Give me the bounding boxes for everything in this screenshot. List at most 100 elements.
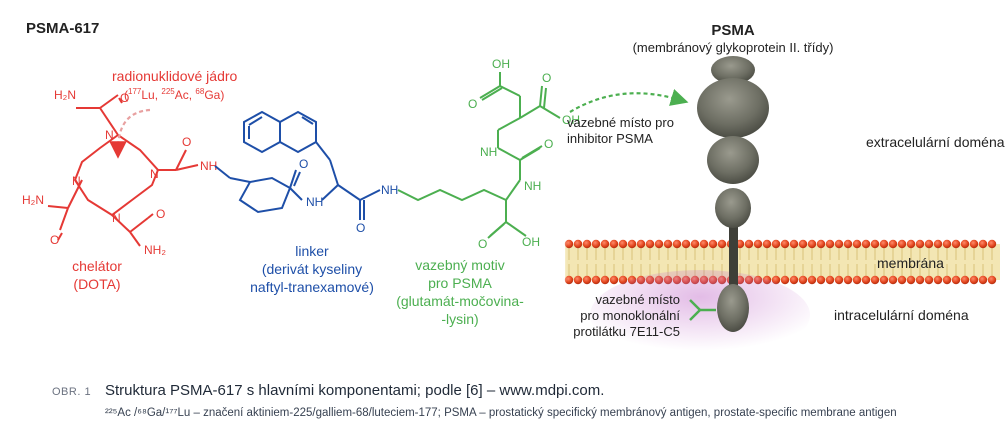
lipid-head [816, 275, 826, 285]
lipid-head [960, 239, 970, 249]
antibody-icon [689, 299, 716, 321]
lipid-head [861, 239, 871, 249]
protein-domain [711, 56, 755, 84]
atom-label: N [150, 167, 159, 181]
atom-label: N [105, 128, 114, 142]
isotopes-label: (177Lu, 225Ac, 68Ga) [124, 87, 224, 102]
page-title: PSMA-617 [26, 20, 99, 37]
atom-label: O [182, 135, 191, 149]
protein-domain [697, 78, 769, 138]
antibody-line1: vazebné místo [595, 292, 680, 307]
atom-label: N [72, 174, 81, 188]
atom-label: OH [522, 235, 540, 249]
atom-label: O [156, 207, 165, 221]
psma-subtitle: (membránový glykoprotein II. třídy) [633, 40, 834, 55]
lipid-head [924, 275, 934, 285]
figure-note: ²²⁵Ac /⁶⁸Ga/¹⁷⁷Lu – značení aktiniem-225… [105, 407, 897, 419]
lipid-head [780, 275, 790, 285]
lipid-head [762, 239, 772, 249]
lipid-head [627, 239, 637, 249]
atom-label: O [299, 157, 308, 171]
lipid-head [852, 239, 862, 249]
linker-label: linker [295, 243, 329, 259]
lipid-head [825, 239, 835, 249]
lipid-head [834, 239, 844, 249]
lipid-head [852, 275, 862, 285]
nucleus-label: radionuklidové jádro [112, 68, 238, 84]
atom-label: NH [306, 195, 323, 209]
atom-label: NH [524, 179, 541, 193]
figure-caption: Struktura PSMA-617 s hlavními komponenta… [105, 382, 605, 399]
lipid-head [915, 239, 925, 249]
lipid-head [843, 239, 853, 249]
lipid-head [960, 275, 970, 285]
binding-site-line1: vazebné místo pro [567, 115, 674, 130]
lipid-head [843, 275, 853, 285]
lipid-head [987, 239, 997, 249]
lipid-head [816, 239, 826, 249]
atom-label: O [542, 71, 551, 85]
lipid-head [942, 239, 952, 249]
binding-arrow [569, 89, 689, 113]
atom-label: NH [480, 145, 497, 159]
lipid-head [897, 275, 907, 285]
lipid-head [717, 239, 727, 249]
linker-desc-line2: naftyl-tranexamové) [250, 279, 374, 295]
psma-title: PSMA [711, 22, 755, 39]
membrane-fade [560, 238, 620, 286]
membrane-label: membrána [877, 255, 944, 271]
atom-label: O [120, 91, 129, 105]
lipid-head [663, 239, 673, 249]
lipid-head [780, 239, 790, 249]
lipid-head [978, 239, 988, 249]
motif-label-line1: vazebný motiv [415, 257, 504, 273]
lipid-head [636, 239, 646, 249]
lipid-head [969, 275, 979, 285]
lipid-head [906, 275, 916, 285]
lipid-head [933, 239, 943, 249]
atom-label: H₂N [22, 193, 44, 207]
lipid-head [951, 275, 961, 285]
lipid-head [861, 275, 871, 285]
atom-label: O [544, 137, 553, 151]
transmembrane-helix [729, 220, 738, 300]
atom-label: N [112, 211, 121, 225]
intracellular-glow [590, 270, 810, 360]
lipid-head [897, 239, 907, 249]
lipid-head [951, 239, 961, 249]
chelator-label: chelátor [72, 258, 122, 274]
linker-desc-line1: (derivát kyseliny [262, 261, 362, 277]
lipid-head [672, 239, 682, 249]
nucleus-arrow [109, 108, 151, 159]
lipid-head [942, 275, 952, 285]
lipid-head [906, 239, 916, 249]
extracellular-label: extracelulární doména [866, 134, 1005, 150]
lipid-head [933, 275, 943, 285]
chelator-name: (DOTA) [73, 276, 120, 292]
atom-label: NH [381, 183, 398, 197]
membrane [560, 238, 1000, 286]
lipid-head [645, 239, 655, 249]
lipid-head [690, 239, 700, 249]
lipid-head [699, 239, 709, 249]
diagram-canvas: PSMA-617 H₂N O N N N N H₂N O O NH₂ O NH [22, 20, 1005, 360]
motif-label-line4: -lysin) [441, 311, 478, 327]
figure-label: OBR. 1 [52, 386, 92, 398]
lipid-head [807, 239, 817, 249]
lipid-head [744, 239, 754, 249]
lipid-head [870, 275, 880, 285]
lipid-head [924, 239, 934, 249]
lipid-head [789, 275, 799, 285]
intracellular-label: intracelulární doména [834, 307, 969, 323]
lipid-head [708, 239, 718, 249]
dota-chelator [47, 94, 199, 247]
atom-label: NH₂ [144, 243, 166, 257]
atom-label: O [478, 237, 487, 251]
motif-label-line2: pro PSMA [428, 275, 492, 291]
membrane-core [565, 244, 1000, 280]
protein-tail [717, 284, 749, 332]
atom-label: O [50, 233, 59, 247]
lipid-head [870, 239, 880, 249]
lipid-head [798, 275, 808, 285]
